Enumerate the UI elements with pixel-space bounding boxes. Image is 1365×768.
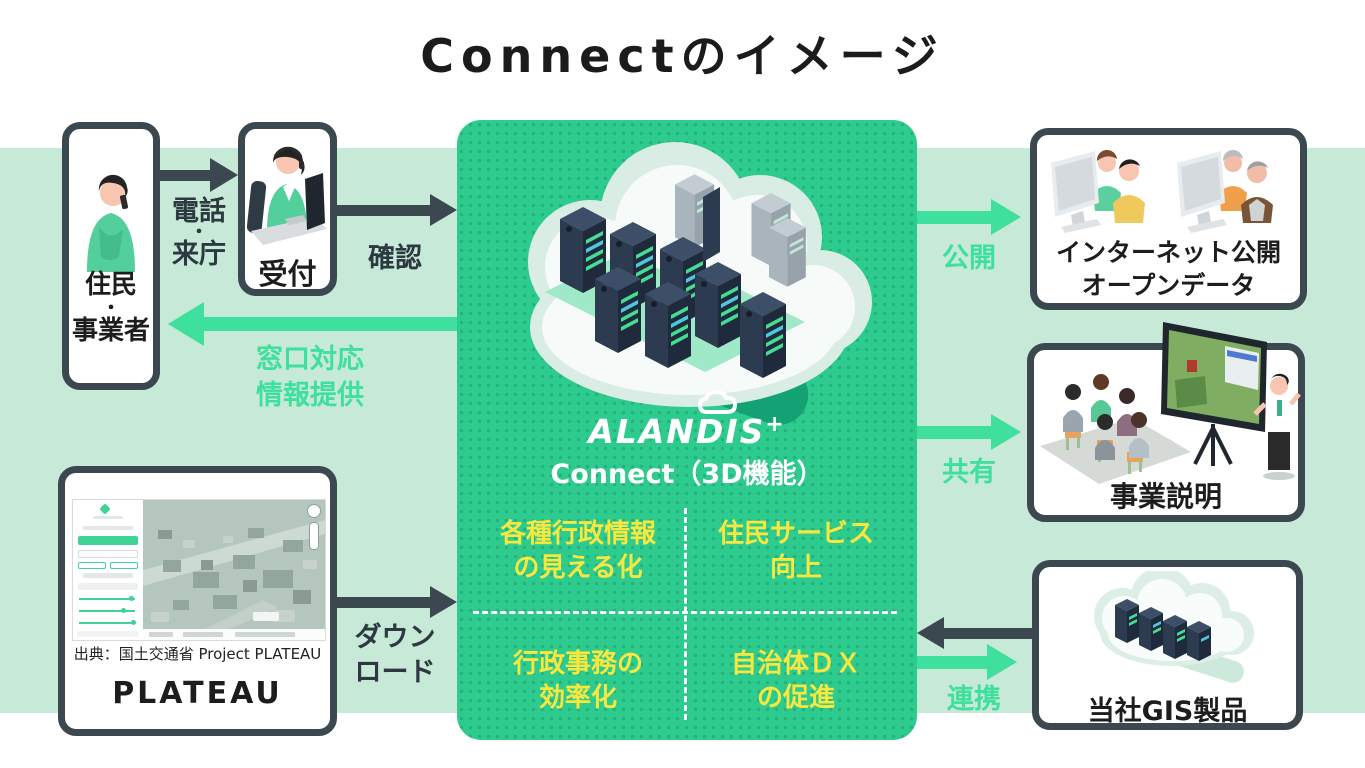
resident-person-icon: [87, 174, 135, 272]
residents-box: 住民 ・ 事業者: [62, 122, 160, 390]
plateau-caption: 出典：国土交通省 Project PLATEAU: [73, 645, 322, 663]
plateau-box: 出典：国土交通省 Project PLATEAU PLATEAU: [58, 466, 337, 736]
page-title: Connectのイメージ: [420, 29, 945, 83]
share-arrow-label: 共有: [942, 457, 996, 488]
publish-arrow: [917, 211, 993, 224]
plateau-label: PLATEAU: [112, 676, 283, 711]
share-arrow-head: [991, 414, 1021, 450]
opendata-label: インターネット公開 オープンデータ: [1055, 238, 1281, 300]
product-name: Connect（3D機能）: [550, 459, 824, 490]
alandis-logo-text: ALANDIS: [588, 412, 766, 451]
map-zoom-control: [309, 522, 319, 550]
link-green-arrow: [917, 656, 989, 669]
confirm-arrow-head: [430, 194, 457, 226]
opendata-people-icon: [1051, 149, 1273, 233]
reception-box: 受付: [238, 122, 337, 296]
confirm-arrow-label: 確認: [368, 243, 422, 274]
map-compass-control: [307, 504, 321, 518]
receptionist-icon: [246, 146, 327, 245]
share-arrow: [917, 426, 993, 439]
plateau-map: [143, 500, 325, 640]
download-arrow-head: [430, 586, 457, 618]
alandis-logo-plus: +: [765, 412, 786, 437]
logo-cloud-icon: [698, 390, 737, 414]
benefit-resident-service: 住民サービス 向上: [717, 519, 874, 583]
confirm-arrow: [337, 205, 432, 216]
counter-arrow: [202, 317, 457, 331]
business-presentation-icon: [1040, 322, 1301, 484]
link-green-arrow-head: [987, 644, 1017, 680]
business-label: 事業説明: [1109, 480, 1222, 513]
publish-arrow-head: [991, 199, 1021, 235]
link-dark-arrow: [942, 628, 1032, 639]
benefit-visualization: 各種行政情報 の見える化: [499, 519, 656, 583]
plateau-sidebar: [73, 500, 143, 640]
phone-arrow-label: 電話 ・ 来庁: [172, 196, 226, 270]
counter-arrow-head: [168, 302, 204, 346]
residents-label: 住民 ・ 事業者: [71, 270, 150, 347]
cloud-servers-illustration: [528, 142, 872, 407]
benefit-dx: 自治体ＤＸ の促進: [730, 649, 861, 713]
gis-box: 当社GIS製品: [1032, 560, 1303, 730]
download-arrow: [337, 597, 432, 608]
publish-arrow-label: 公開: [942, 243, 996, 274]
divider-horizontal: [473, 611, 897, 614]
reception-label: 受付: [258, 257, 317, 291]
divider-vertical: [684, 508, 687, 720]
opendata-box: インターネット公開 オープンデータ: [1030, 128, 1307, 310]
link-arrow-label: 連携: [947, 684, 1001, 715]
plateau-toolbar: [143, 629, 325, 640]
counter-arrow-label: 窓口対応 情報提供: [256, 344, 364, 412]
phone-arrow-head: [210, 158, 238, 192]
connect-center-panel: ALANDIS+ Connect（3D機能） 各種行政情報 の見える化 住民サー…: [457, 120, 917, 740]
phone-arrow: [160, 170, 212, 181]
plateau-screenshot: [72, 499, 326, 641]
benefit-efficiency: 行政事務の 効率化: [512, 649, 643, 713]
gis-label: 当社GIS製品: [1087, 696, 1248, 727]
download-arrow-label: ダウン ロード: [354, 622, 436, 689]
alandis-logo: ALANDIS+: [457, 412, 917, 451]
gis-cloud-icon: [1094, 571, 1254, 683]
link-dark-arrow-head: [917, 617, 944, 649]
